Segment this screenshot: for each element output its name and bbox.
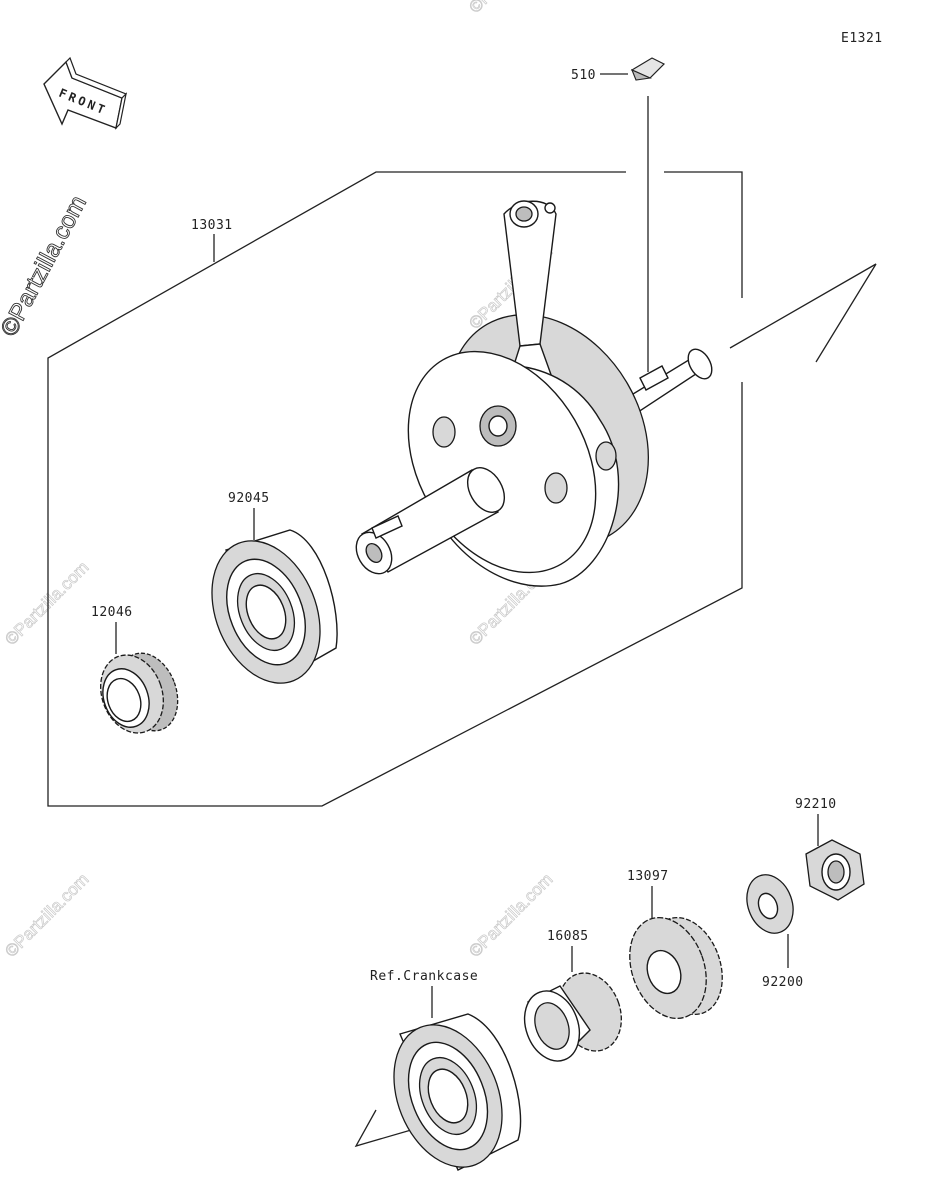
gear-13097: 13097 [627, 869, 723, 1020]
watermark: ©Partzilla.com [465, 870, 556, 961]
callout-13097: 13097 [627, 869, 669, 884]
callout-92200: 92200 [762, 975, 804, 990]
crankshaft [355, 200, 713, 587]
watermark: ©Partzilla.com [465, 0, 556, 17]
callout-510: 510 [571, 68, 596, 83]
callout-12046: 12046 [91, 605, 133, 620]
washer-92200: 92200 [746, 874, 804, 990]
gear-16085: 16085 [523, 929, 622, 1062]
watermark: ©Partzilla.com [0, 191, 92, 341]
watermark: ©Partzilla.com [1, 870, 92, 961]
assembly-box: 13031 [47, 171, 877, 807]
key-part: 510 [571, 57, 666, 372]
diagram-code: E1321 [841, 31, 883, 46]
bearing-92045: 92045 [211, 491, 338, 684]
ref-crankcase-bearing: Ref.Crankcase [354, 969, 522, 1171]
callout-13031: 13031 [191, 218, 233, 233]
nut-92210: 92210 [795, 797, 865, 901]
front-arrow: FRONT [43, 56, 128, 130]
callout-16085: 16085 [547, 929, 589, 944]
callout-92210: 92210 [795, 797, 837, 812]
gear-12046: 12046 [91, 605, 179, 734]
callout-92045: 92045 [228, 491, 270, 506]
watermark: ©Partzilla.com [1, 558, 92, 649]
callout-ref-crankcase: Ref.Crankcase [370, 969, 478, 984]
